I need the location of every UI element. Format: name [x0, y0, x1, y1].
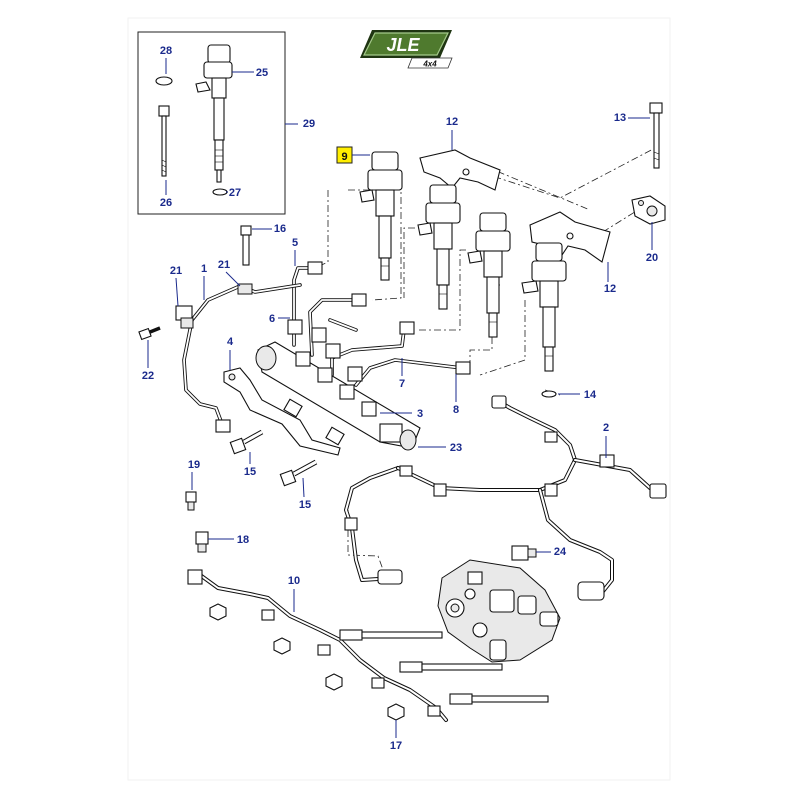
callout-18: 18: [237, 534, 249, 546]
high-pressure-pump: [437, 559, 561, 663]
injector-1: [359, 151, 403, 281]
long-bolt-part: [649, 102, 663, 169]
pipe-clip-bolt: [240, 225, 252, 266]
callout-27: 27: [229, 187, 241, 199]
callout-21-right: 21: [218, 259, 230, 271]
seal-washer-part: [212, 188, 228, 196]
callout-8: 8: [453, 404, 459, 416]
pipe-nuts: [287, 319, 363, 382]
bracket-part: [631, 195, 666, 225]
diagram-frame: [127, 17, 671, 781]
fuel-temp-sensor: [511, 545, 537, 561]
callout-12-upper: 12: [446, 116, 458, 128]
callout-19: 19: [188, 459, 200, 471]
fuel-rail: [255, 341, 421, 451]
callout-7: 7: [399, 378, 405, 390]
bolt-part: [158, 105, 170, 177]
high-pressure-pipes: [292, 261, 471, 387]
callout-16: 16: [274, 223, 286, 235]
callout-22: 22: [142, 370, 154, 382]
callout-14: 14: [584, 389, 597, 401]
callout-28: 28: [160, 45, 172, 57]
callout-6: 6: [269, 313, 275, 325]
injector-2: [417, 184, 461, 310]
injector-part: [195, 44, 233, 183]
rail-bracket: [223, 367, 341, 456]
callout-3: 3: [417, 408, 423, 420]
callout-26: 26: [160, 197, 172, 209]
logo-tagline-text: 4x4: [422, 60, 437, 69]
injector-wiring-harness: [344, 395, 667, 601]
jle-logo: JLE 4x4: [360, 30, 453, 69]
callout-12-lower: 12: [604, 283, 616, 295]
injector-clamp-upper: [419, 149, 501, 191]
harness-screw-19: [185, 491, 197, 511]
callout-4: 4: [227, 336, 234, 348]
rail-bolt-1: [229, 429, 264, 455]
callout-2: 2: [603, 422, 609, 434]
callout-29: 29: [303, 118, 315, 130]
callout-10: 10: [288, 575, 300, 587]
glow-plugs: [339, 629, 549, 705]
harness-screw-18: [195, 531, 209, 553]
injector-3: [467, 212, 511, 338]
callout-23: 23: [450, 442, 462, 454]
callout-15-upper: 15: [244, 466, 256, 478]
inset-box: 28 26 25 27 29: [137, 31, 315, 215]
callout-13: 13: [614, 112, 626, 124]
callout-17: 17: [390, 740, 402, 752]
callout-20: 20: [646, 252, 658, 264]
o-ring-part: [155, 76, 173, 86]
callout-21-left: 21: [170, 265, 182, 277]
injector-4: [521, 242, 567, 372]
glow-plug-nuts: [209, 603, 405, 721]
reference-lines: [314, 147, 656, 576]
callout-24: 24: [554, 546, 567, 558]
glow-plug-harness: [187, 569, 448, 722]
logo-brand-text: JLE: [386, 35, 420, 55]
callout-5: 5: [292, 237, 298, 249]
injector-seal-washer: [541, 390, 557, 398]
callout-1: 1: [201, 263, 207, 275]
pipe-clip-screw: [138, 326, 161, 341]
rail-bolt-2: [279, 459, 318, 487]
callouts: 9 12 13 20 12 16 5 21 1 21 6 22 4 7 8 14: [142, 112, 658, 752]
callout-25: 25: [256, 67, 268, 79]
callout-15-lower: 15: [299, 499, 311, 511]
fuel-return-pipe: [175, 283, 302, 433]
callout-9: 9: [341, 151, 347, 163]
